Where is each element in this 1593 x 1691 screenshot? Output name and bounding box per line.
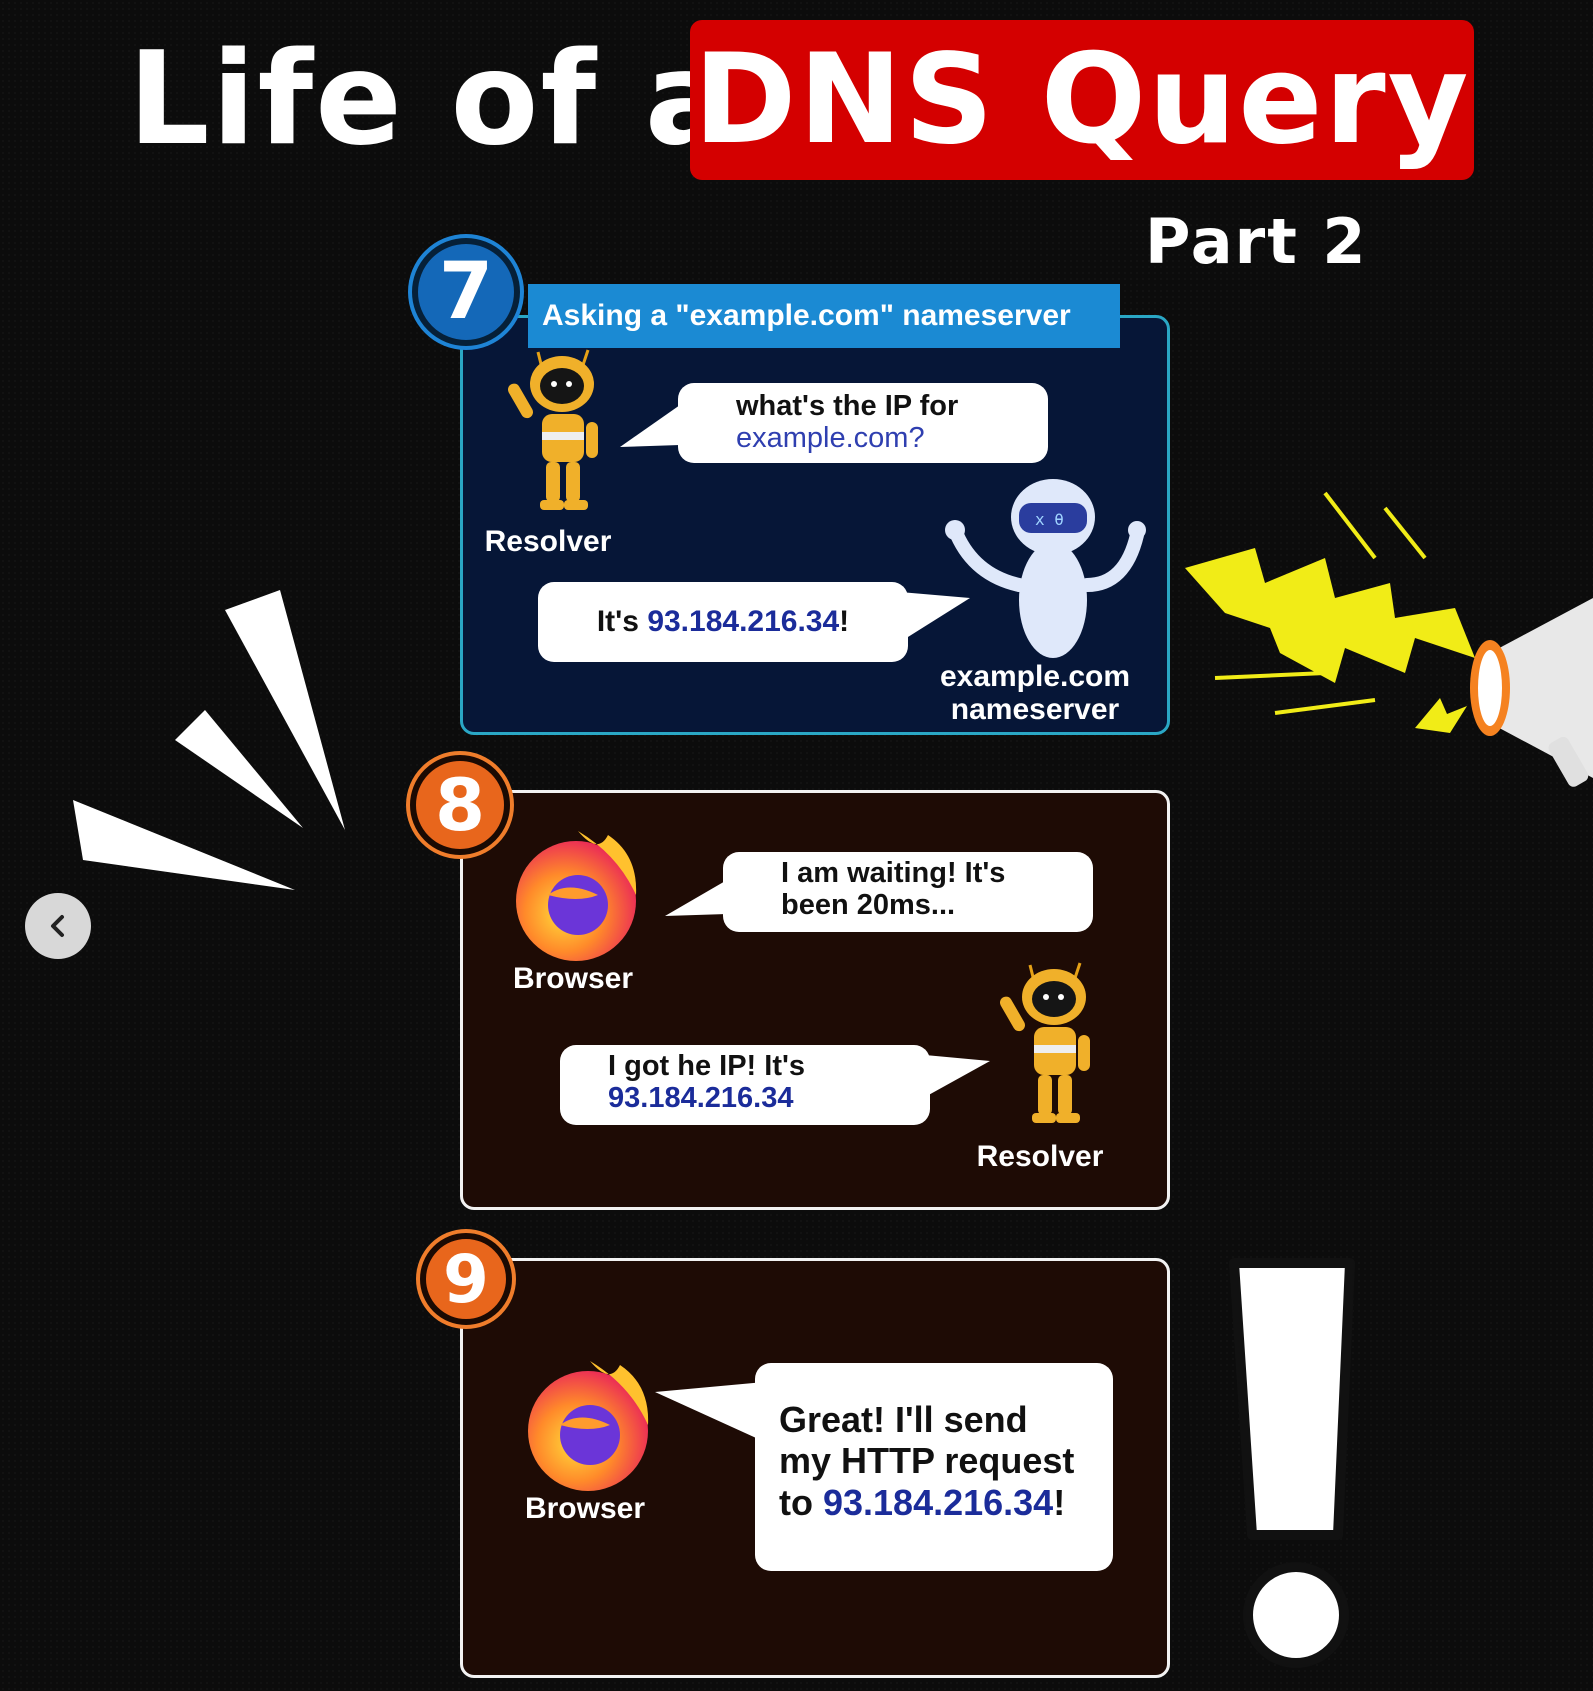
step9-message-bubble: Great! I'll send my HTTP request to 93.1… — [755, 1363, 1113, 1571]
step9-line3: to 93.184.216.34! — [779, 1482, 1113, 1523]
step9-line3-ip: 93.184.216.34 — [822, 1481, 1054, 1523]
step7-question-line2: example.com? — [736, 421, 925, 454]
title-highlight-text: DNS Query — [693, 28, 1471, 172]
step7-nameserver-label: example.com nameserver — [920, 660, 1150, 726]
step8-reply-tail — [925, 1055, 990, 1097]
step7-nameserver-label-line1: example.com — [939, 660, 1131, 693]
firefox-browser-icon — [516, 831, 637, 961]
step8-reply-ip: 93.184.216.34 — [608, 1081, 794, 1114]
burst-lines-decoration — [73, 590, 345, 890]
svg-text:x θ: x θ — [1035, 510, 1064, 529]
robot-resolver-icon — [1000, 962, 1090, 1123]
title-highlight-box: DNS Query — [690, 20, 1474, 180]
step9-message-tail — [655, 1382, 765, 1442]
step7-nameserver-label-line2: nameserver — [950, 693, 1120, 726]
step9-line3-prefix: to — [779, 1481, 823, 1523]
step8-reply-line1: I got he IP! It's — [608, 1050, 806, 1082]
step8-waiting-bubble: I am waiting! It's been 20ms... — [723, 852, 1093, 932]
subtitle-part: Part 2 — [1145, 205, 1368, 278]
step9-badge: 9 — [420, 1233, 512, 1325]
step8-browser-label: Browser — [512, 962, 634, 995]
step7-question-tail — [620, 405, 680, 447]
step8-waiting-tail — [665, 880, 727, 916]
step8-reply-bubble: I got he IP! It's 93.184.216.34 — [560, 1045, 930, 1125]
firefox-browser-icon — [528, 1361, 649, 1491]
carousel-prev-button[interactable] — [25, 893, 91, 959]
step7-header: Asking a "example.com" nameserver — [528, 284, 1120, 348]
exclamation-mark-icon — [1229, 1258, 1355, 1668]
step7-resolver-label: Resolver — [484, 525, 612, 558]
step7-answer-suffix: ! — [839, 605, 850, 638]
chevron-left-icon — [51, 915, 64, 937]
step7-badge: 7 — [412, 238, 520, 346]
step9-browser-label: Browser — [524, 1492, 646, 1525]
lightning-bolt-icon — [1185, 491, 1475, 733]
step8-waiting-line1: I am waiting! It's — [781, 857, 1006, 889]
step8-resolver-label: Resolver — [976, 1140, 1104, 1173]
step7-question-line1: what's the IP for — [736, 390, 959, 422]
megaphone-icon — [1470, 598, 1593, 787]
step7-question-bubble: what's the IP for example.com? — [678, 383, 1048, 463]
step7-answer-ip: 93.184.216.34 — [647, 605, 840, 638]
step9-line2: my HTTP request — [779, 1440, 1075, 1482]
robot-nameserver-icon: x θ — [945, 479, 1146, 658]
step8-badge: 8 — [410, 755, 510, 855]
step7-answer-tail — [900, 592, 970, 642]
robot-resolver-icon — [508, 349, 598, 510]
megaphone-decoration — [1185, 491, 1593, 787]
step7-answer-bubble: It's 93.184.216.34! — [538, 582, 908, 662]
step9-line1: Great! I'll send — [779, 1399, 1028, 1440]
step7-answer-prefix: It's — [596, 605, 648, 638]
title-prefix: Life of a — [128, 25, 734, 174]
step8-waiting-line2: been 20ms... — [781, 888, 956, 921]
step9-line3-suffix: ! — [1053, 1481, 1066, 1523]
